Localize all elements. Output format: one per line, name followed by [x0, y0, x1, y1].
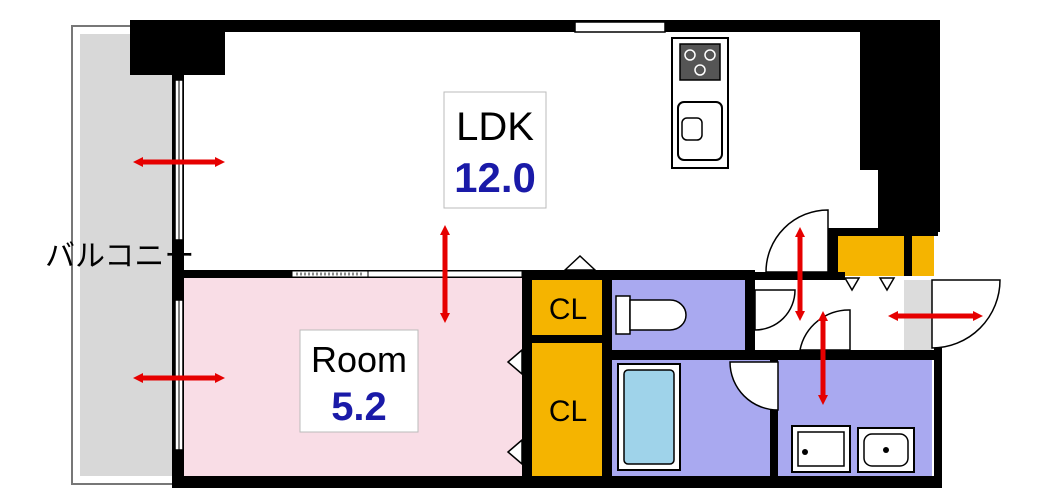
room-partition — [180, 270, 525, 278]
closet-entry — [838, 236, 934, 276]
toilet-fixture — [615, 295, 687, 335]
kitchen-counter — [671, 37, 729, 169]
laundry-fixture — [791, 425, 851, 473]
ldk-name: LDK — [456, 105, 534, 149]
top-window — [574, 21, 666, 33]
room-name: Room — [311, 339, 407, 380]
balcony-area — [71, 25, 181, 485]
closet-upper — [532, 280, 604, 335]
walls — [130, 20, 942, 488]
balcony-label: バルコニー — [45, 240, 194, 273]
closet-lower — [532, 343, 604, 476]
sink-fixture — [857, 427, 915, 473]
ldk-label-box — [443, 91, 547, 209]
passage-arrows — [133, 157, 983, 405]
closet-doors — [506, 254, 896, 466]
closet-upper-label: CL — [549, 293, 587, 326]
closet-lower-label: CL — [549, 395, 587, 428]
bathtub-fixture — [617, 363, 681, 471]
room-label-box — [299, 329, 419, 433]
room-size: 5.2 — [331, 385, 387, 429]
ldk-size: 12.0 — [454, 154, 536, 201]
